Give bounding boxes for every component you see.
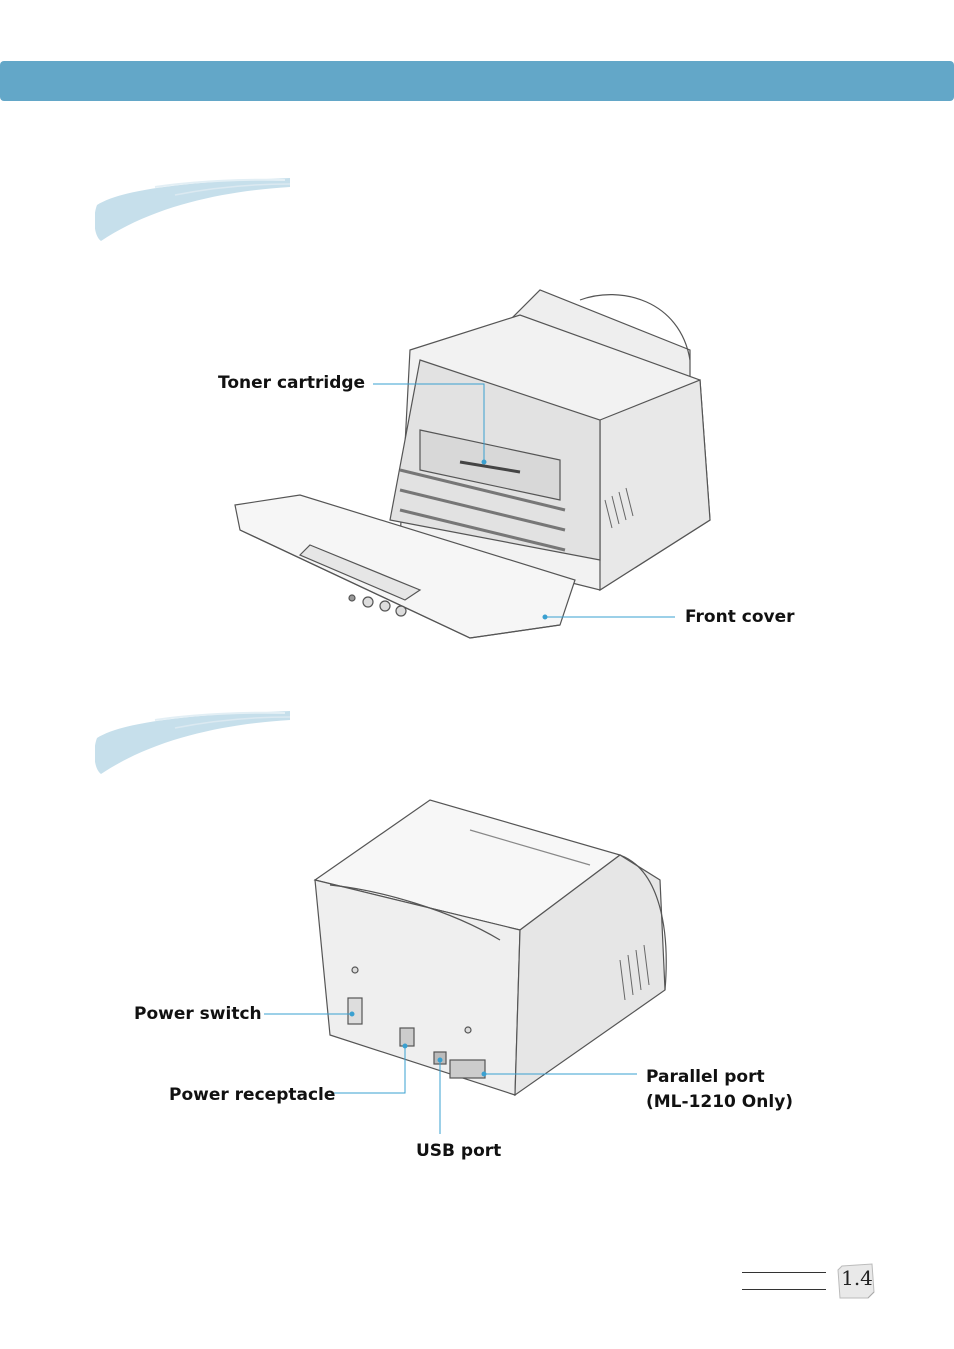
leader-lines [264, 383, 675, 1134]
power-receptacle-leader-line [334, 1046, 406, 1094]
label-usb-port: USB port [416, 1141, 502, 1161]
usb-port-leader-dot [437, 1057, 443, 1063]
label-parallel-port-note: (ML-1210 Only) [646, 1092, 794, 1112]
front-cover-leader-dot [542, 614, 548, 620]
toner-cartridge-leader-line [373, 383, 485, 462]
header-bar [0, 61, 954, 101]
page-number: 1.4 [841, 1266, 873, 1290]
front-view-printer-drawing [234, 289, 711, 639]
page-number-rule-top [742, 1272, 826, 1273]
label-power-receptacle: Power receptacle [169, 1085, 336, 1105]
power-receptacle-leader-dot [402, 1043, 408, 1049]
toner-cartridge-leader-dot [481, 459, 487, 465]
label-front-cover: Front cover [685, 607, 795, 627]
section-brush-stroke-front [95, 178, 291, 241]
label-power-switch: Power switch [134, 1004, 262, 1024]
power-switch-leader-dot [349, 1011, 355, 1017]
page-number-rule-bottom [742, 1289, 826, 1290]
label-parallel-port: Parallel port [646, 1067, 765, 1087]
section-brush-stroke-rear [95, 711, 291, 774]
label-toner-cartridge: Toner cartridge [218, 373, 366, 393]
rear-view-printer-drawing [313, 799, 667, 1097]
parallel-port-leader-dot [481, 1071, 487, 1077]
page-number-badge [837, 1263, 875, 1299]
